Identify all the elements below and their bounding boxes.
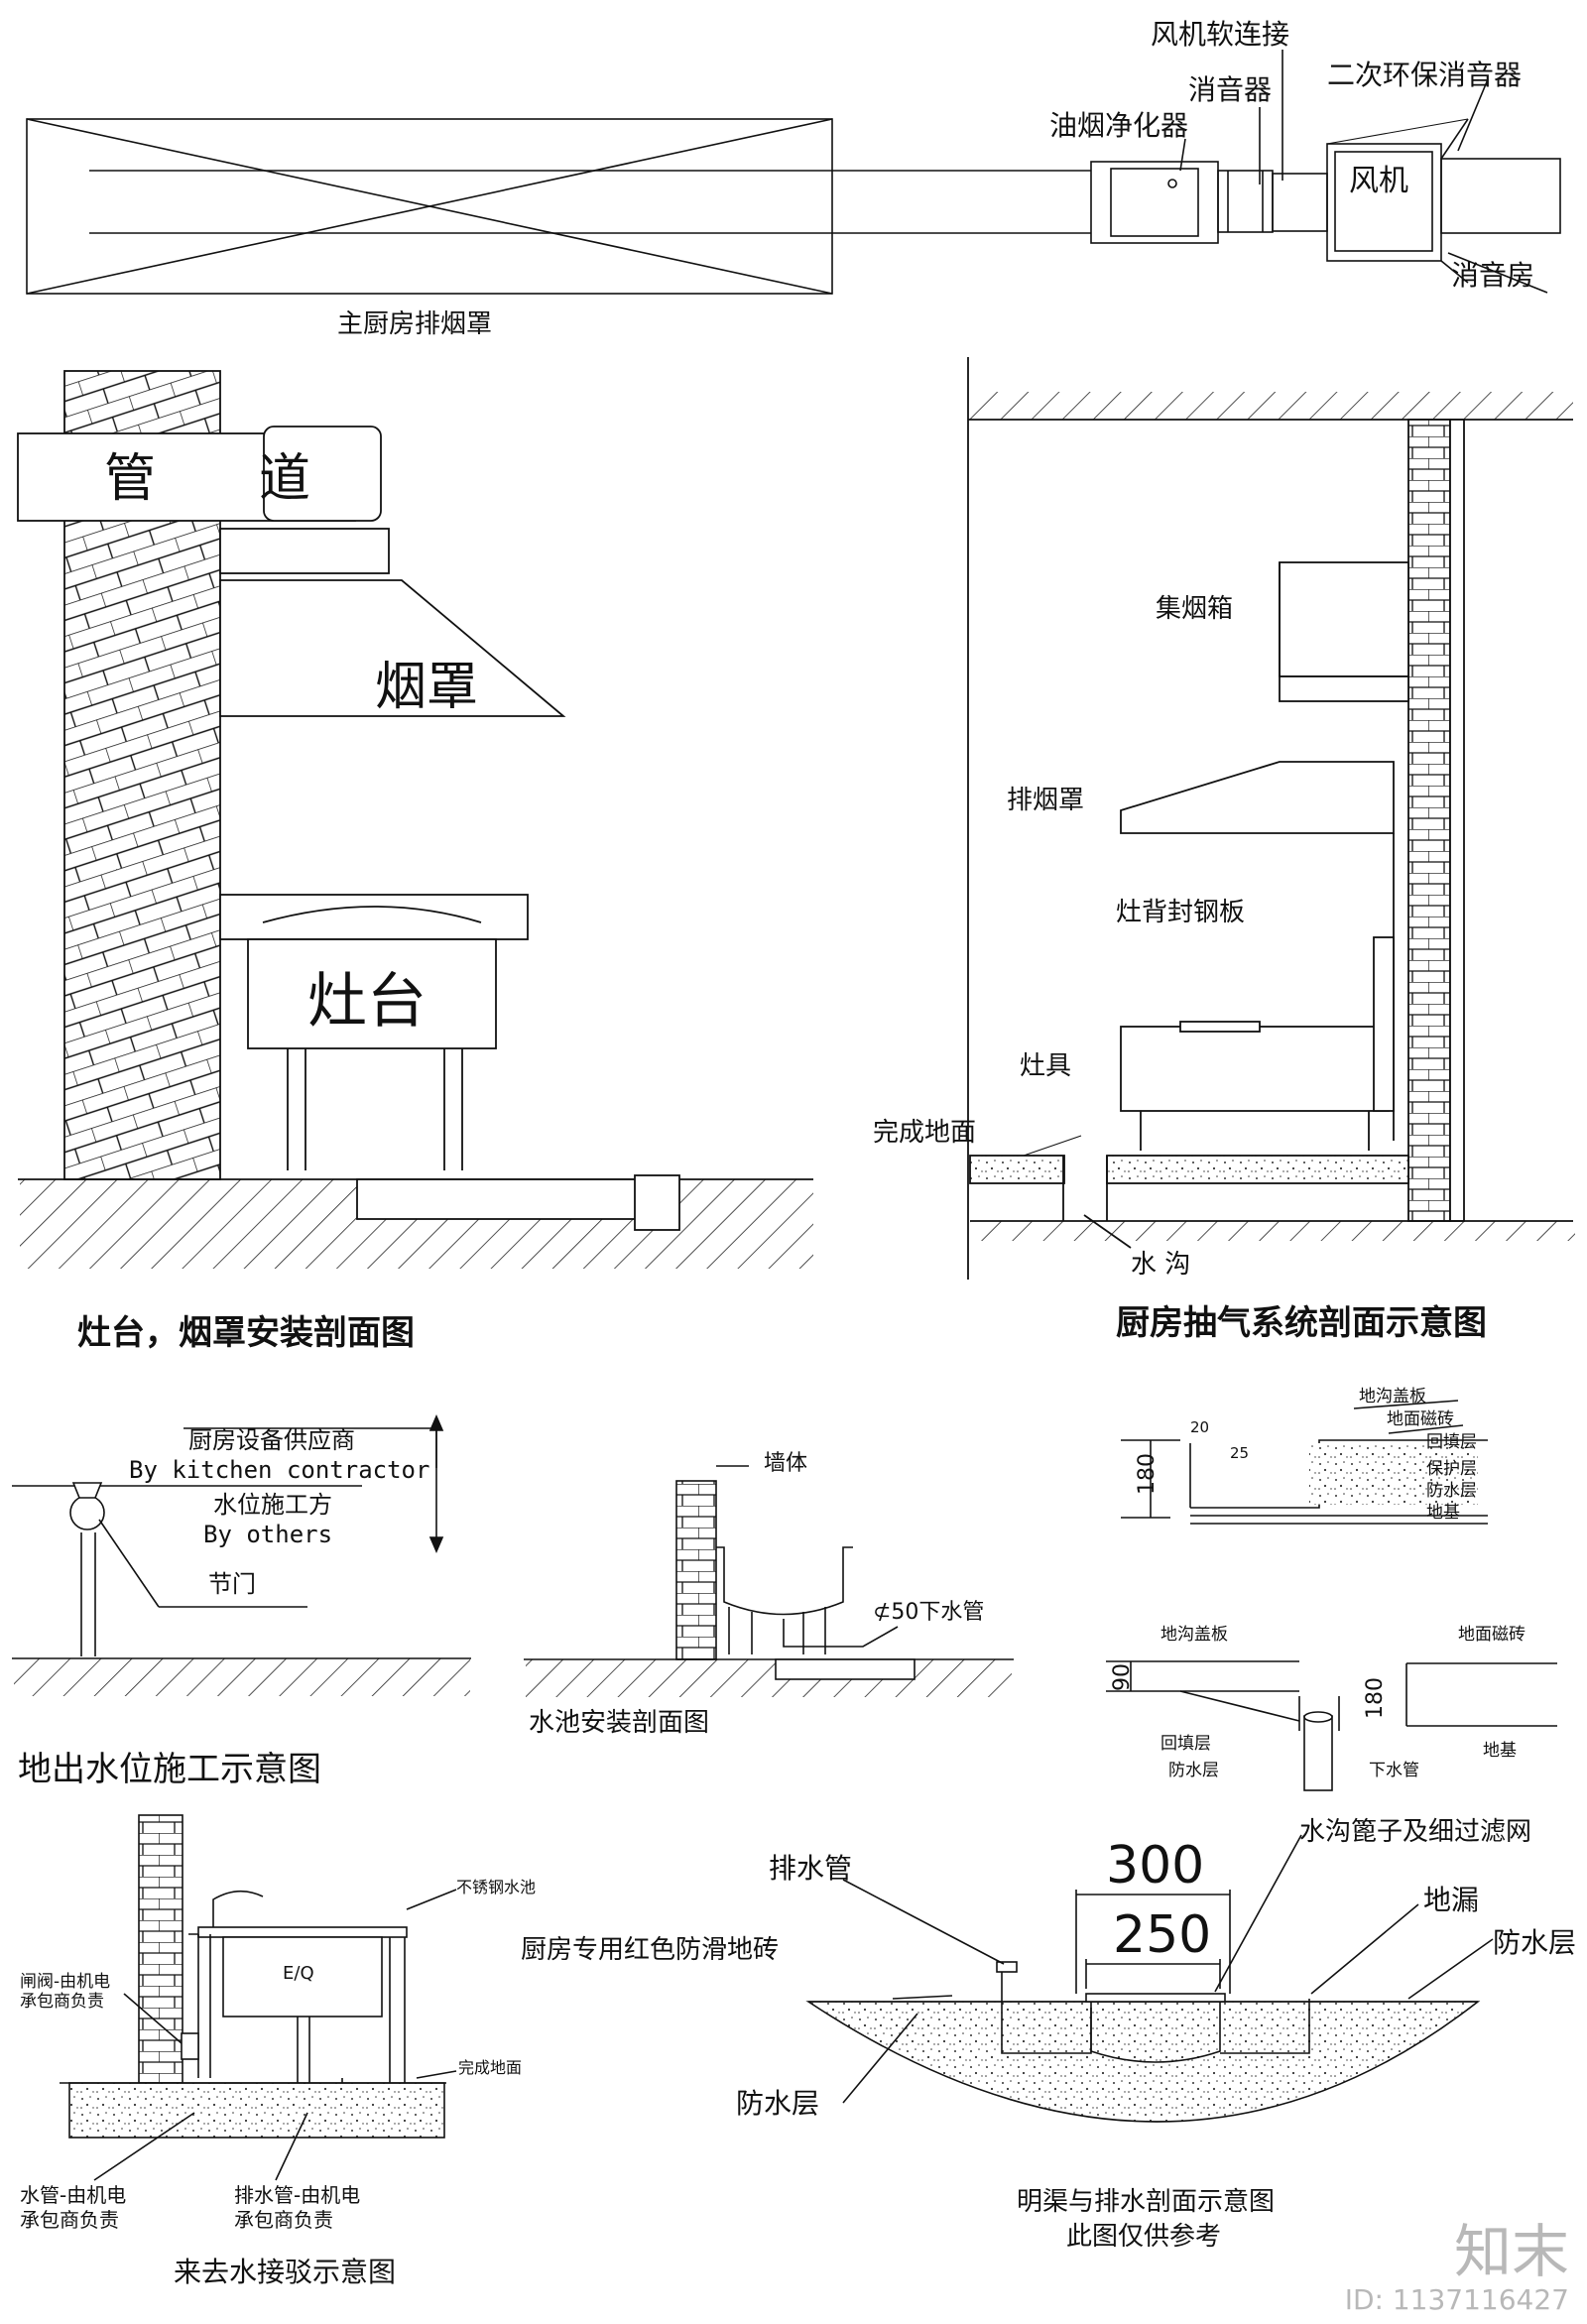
- label-drain-pipe-9: 排水管: [769, 1852, 852, 1885]
- main-kitchen-hood: [26, 118, 833, 295]
- ditch-detail-1: [1121, 1400, 1488, 1525]
- caption-open-channel: 明渠与排水剖面示意图: [1017, 2187, 1275, 2217]
- label-supplier-en: By kitchen contractor: [129, 1456, 429, 1484]
- title-water-outlet: 地出水位施工示意图: [18, 1750, 321, 1789]
- label-waterproof: 防水层: [1426, 1481, 1477, 1501]
- dim-250: 250: [1113, 1905, 1211, 1965]
- right-brick-wall: [1407, 419, 1451, 1222]
- label-base: 地基: [1426, 1503, 1460, 1523]
- label-ditch-cover: 地沟盖板: [1359, 1387, 1426, 1407]
- label-drain-1: 排水管-由机电: [234, 2183, 360, 2207]
- oil-purifier-box: [1090, 161, 1219, 244]
- label-smoke-box: 集烟箱: [1156, 594, 1233, 624]
- label-backfill-2: 回填层: [1160, 1734, 1211, 1754]
- label-water-2: 承包商负责: [20, 2208, 119, 2232]
- label-base-2: 地基: [1483, 1741, 1517, 1761]
- label-silencer-room: 消音房: [1451, 259, 1534, 292]
- title-exhaust-system: 厨房抽气系统剖面示意图: [1116, 1303, 1487, 1343]
- caption-main-hood: 主厨房排烟罩: [337, 309, 492, 339]
- label-others-en: By others: [203, 1521, 332, 1548]
- label-stove: 灶台: [307, 967, 427, 1037]
- dim-25: 25: [1230, 1444, 1249, 1462]
- water-connection-labels: 不锈钢水池 E/Q 闸阀-由机电 承包商负责 完成地面 水管-由机电 承包商负责…: [20, 1878, 536, 2288]
- water-connection-section: [60, 1814, 457, 2181]
- label-waterproof-9: 防水层: [1493, 1926, 1576, 1959]
- label-silencer: 消音器: [1188, 73, 1272, 106]
- label-backfill: 回填层: [1426, 1432, 1477, 1452]
- label-others-cn: 水位施工方: [213, 1491, 332, 1519]
- open-channel-labels: 排水管 水沟篦子及细过滤网 地漏 防水层 厨房专用红色防滑地砖 防水层 300 …: [521, 1817, 1576, 2252]
- label-cover-2: 地沟盖板: [1160, 1625, 1228, 1645]
- watermark-logo: 知末: [1453, 2218, 1569, 2285]
- exhaust-plan: [26, 50, 1561, 295]
- label-waterproof-9b: 防水层: [736, 2087, 819, 2120]
- label-fan: 风机: [1349, 164, 1408, 198]
- fan-box: [1326, 143, 1442, 262]
- label-ditch: 水 沟: [1131, 1250, 1190, 1280]
- label-exhaust-hood: 排烟罩: [1007, 786, 1084, 815]
- dim-180-b: 180: [1363, 1677, 1388, 1719]
- label-floor-drain: 地漏: [1423, 1884, 1479, 1916]
- title-stove-hood: 灶台，烟罩安装剖面图: [77, 1313, 415, 1353]
- stove-hood-labels: 管 道 烟罩 灶台 灶台，烟罩安装剖面图: [77, 449, 478, 1353]
- label-fan-connector: 风机软连接: [1151, 18, 1289, 51]
- label-drain-2: 下水管: [1369, 1761, 1419, 1780]
- label-secondary-silencer: 二次环保消音器: [1327, 59, 1522, 91]
- dim-300: 300: [1106, 1836, 1204, 1896]
- open-channel-section: [805, 1834, 1494, 2123]
- dim-90: 90: [1110, 1663, 1135, 1691]
- label-valve-2: 承包商负责: [20, 1992, 104, 2012]
- exhaust-system-section: [967, 357, 1575, 1280]
- note-reference: 此图仅供参考: [1066, 2222, 1221, 2252]
- label-drain-2-text: 承包商负责: [234, 2208, 333, 2232]
- label-steel-plate: 灶背封钢板: [1116, 898, 1245, 927]
- sink-labels: 墙体 ⊄50下水管 水池安装剖面图: [529, 1451, 984, 1738]
- title-sink: 水池安装剖面图: [529, 1708, 709, 1738]
- label-valve-1: 闸阀-由机电: [20, 1972, 110, 1992]
- title-water-connection: 来去水接驳示意图: [174, 2256, 396, 2288]
- label-wall: 墙体: [764, 1451, 807, 1476]
- label-protect: 保护层: [1426, 1459, 1477, 1479]
- sink-section: [524, 1465, 1014, 1697]
- label-eq: E/Q: [283, 1963, 314, 1984]
- label-waterproof-2: 防水层: [1168, 1761, 1219, 1780]
- watermark: 知末 ID: 1137116427: [1345, 2220, 1569, 2316]
- label-finished-floor: 完成地面: [873, 1118, 976, 1148]
- exhaust-system-labels: 集烟箱 排烟罩 灶背封钢板 灶具 完成地面 水 沟 厨房抽气系统剖面示意图: [873, 594, 1487, 1343]
- hood-shape: [219, 579, 566, 717]
- stove-box: [247, 938, 497, 1049]
- label-hood: 烟罩: [375, 658, 478, 717]
- label-floor-tile: 地面磁砖: [1387, 1409, 1454, 1429]
- label-supplier-cn: 厨房设备供应商: [188, 1426, 355, 1454]
- dim-180-a: 180: [1135, 1453, 1160, 1495]
- water-outlet-section: [12, 1413, 471, 1696]
- label-valve: 节门: [208, 1570, 256, 1598]
- ditch-detail-2: [1106, 1660, 1557, 1791]
- stove-hood-section: [17, 370, 813, 1269]
- label-drain-pipe: ⊄50下水管: [873, 1600, 984, 1625]
- label-oil-purifier: 油烟净化器: [1049, 109, 1188, 142]
- label-ss-sink: 不锈钢水池: [456, 1878, 536, 1896]
- label-floor-finish: 完成地面: [458, 2058, 522, 2077]
- ditch-detail-1-labels: 180 20 25 地沟盖板 地面磁砖 回填层 保护层 防水层 地基: [1135, 1387, 1477, 1523]
- ditch-detail-2-labels: 90 180 地沟盖板 地面磁砖 回填层 防水层 下水管 地基: [1110, 1625, 1526, 1780]
- dim-20: 20: [1190, 1418, 1209, 1436]
- watermark-id: ID: 1137116427: [1344, 2283, 1569, 2316]
- exhaust-plan-labels: 风机软连接 消音器 二次环保消音器 油烟净化器 风机 消音房 主厨房排烟罩: [337, 18, 1534, 339]
- label-water-1: 水管-由机电: [20, 2183, 126, 2207]
- water-outlet-labels: 厨房设备供应商 By kitchen contractor 水位施工方 By o…: [18, 1426, 429, 1789]
- label-red-tile: 厨房专用红色防滑地砖: [521, 1935, 779, 1965]
- label-stove-unit: 灶具: [1020, 1051, 1071, 1081]
- label-duct: 管 道: [104, 449, 310, 509]
- label-grate: 水沟篦子及细过滤网: [1299, 1817, 1531, 1847]
- label-tile-2: 地面磁砖: [1458, 1625, 1526, 1645]
